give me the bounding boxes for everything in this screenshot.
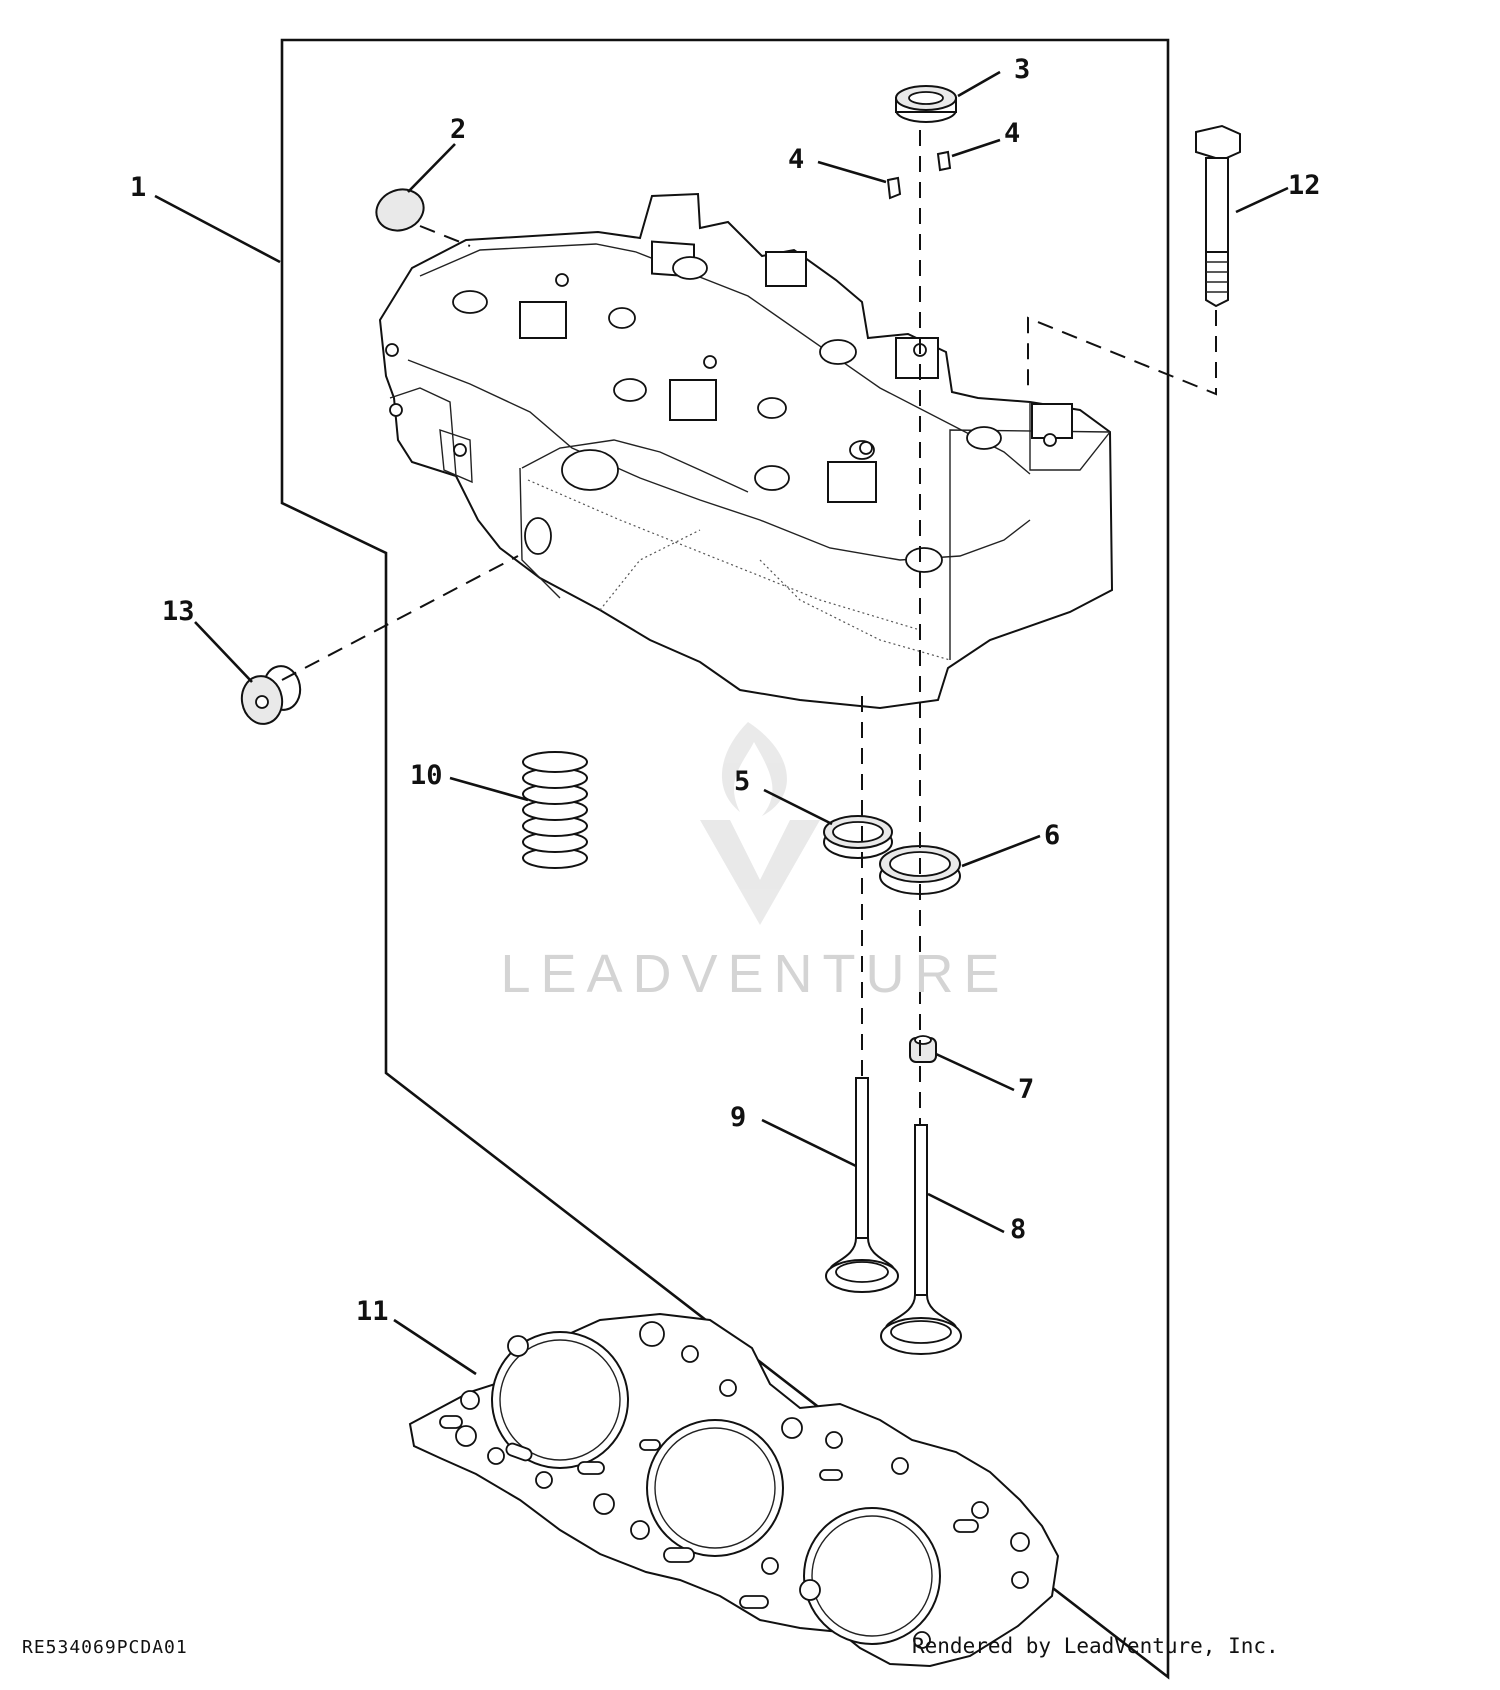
callout-5: 5 bbox=[734, 766, 750, 797]
leader-6 bbox=[961, 834, 1041, 868]
valve-keepers bbox=[886, 150, 952, 200]
callout-1: 1 bbox=[130, 172, 146, 203]
leader-8 bbox=[927, 1192, 1005, 1234]
head-cap-screw bbox=[1195, 124, 1241, 308]
leader-1 bbox=[154, 194, 281, 264]
callout-3: 3 bbox=[1014, 54, 1030, 85]
guide-plug-13 bbox=[281, 555, 519, 681]
threaded-plug bbox=[240, 665, 302, 725]
leader-2 bbox=[407, 143, 456, 193]
valve-stem-seal bbox=[909, 1035, 937, 1063]
callout-10: 10 bbox=[410, 760, 443, 791]
callout-6: 6 bbox=[1044, 820, 1060, 851]
leader-4b bbox=[951, 138, 1001, 158]
assembly-boundary bbox=[280, 38, 1170, 1680]
leader-4a bbox=[817, 160, 887, 184]
valve-spring bbox=[522, 751, 588, 869]
drawing-id: RE534069PCDA01 bbox=[22, 1637, 188, 1658]
exhaust-valve bbox=[825, 1077, 899, 1293]
callout-7: 7 bbox=[1018, 1074, 1034, 1105]
guide-screw bbox=[1027, 310, 1217, 396]
callout-8: 8 bbox=[1010, 1214, 1026, 1245]
callout-12: 12 bbox=[1288, 170, 1321, 201]
callout-11: 11 bbox=[356, 1296, 389, 1327]
cup-plug bbox=[375, 188, 471, 247]
head-gasket bbox=[408, 1312, 1060, 1668]
leader-13 bbox=[194, 621, 253, 683]
leader-3 bbox=[957, 70, 1001, 98]
callout-4a: 4 bbox=[788, 144, 804, 175]
cylinder-head bbox=[378, 192, 1114, 710]
valve-seat-insert-exhaust bbox=[823, 815, 893, 859]
callout-13: 13 bbox=[162, 596, 195, 627]
watermark-text: LEADVENTURE bbox=[500, 944, 1010, 1004]
leader-5 bbox=[763, 788, 833, 826]
callout-9: 9 bbox=[730, 1102, 746, 1133]
intake-valve bbox=[880, 1124, 962, 1355]
callout-2: 2 bbox=[450, 114, 466, 145]
valve-seal-cap bbox=[895, 85, 957, 123]
callout-4b: 4 bbox=[1004, 118, 1020, 149]
leader-12 bbox=[1235, 186, 1289, 214]
leader-11 bbox=[393, 1318, 477, 1376]
leader-7 bbox=[935, 1052, 1015, 1092]
watermark-logo bbox=[700, 722, 820, 925]
leader-9 bbox=[761, 1118, 857, 1168]
render-credit: Rendered by LeadVenture, Inc. bbox=[912, 1634, 1279, 1658]
leader-10 bbox=[449, 776, 529, 802]
